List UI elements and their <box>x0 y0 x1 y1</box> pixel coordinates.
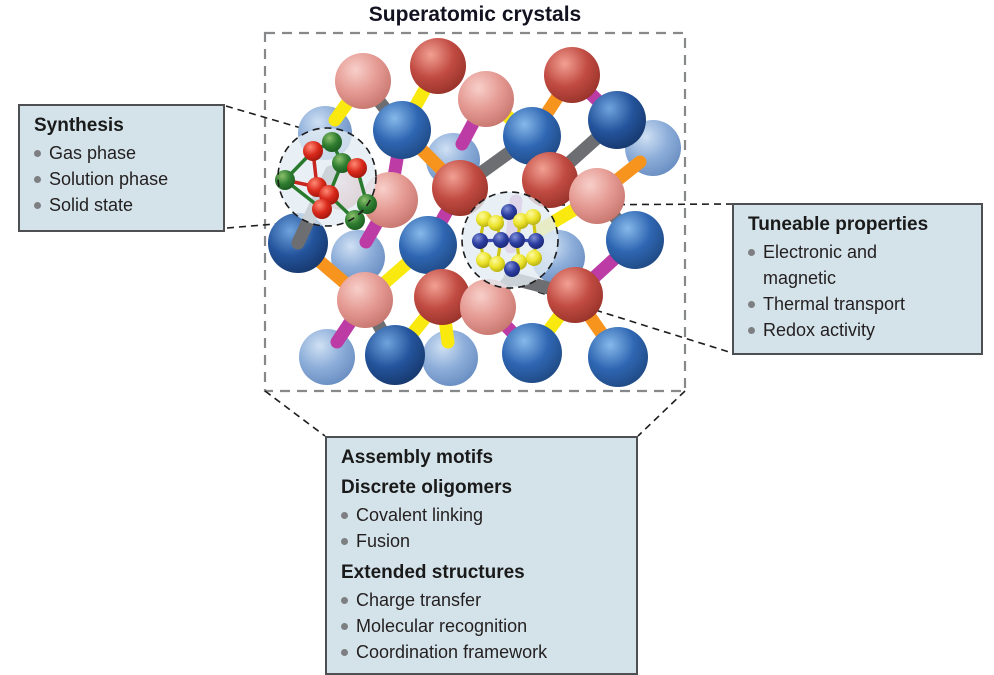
sphere-salmon <box>335 53 391 109</box>
sphere-salmon <box>458 71 514 127</box>
sphere-salmon <box>460 279 516 335</box>
sphere-clgreen <box>275 170 295 190</box>
assembly-section-title-extended: Extended structures <box>341 562 525 583</box>
bullet-text: Thermal transport <box>763 294 906 314</box>
sphere-lightblue <box>422 330 478 386</box>
bullet-dot <box>34 202 41 209</box>
sphere-clgreen <box>345 210 365 230</box>
bullet-item: Redox activity <box>748 317 947 343</box>
sphere-red <box>414 269 470 325</box>
sphere-red <box>410 38 466 94</box>
sphere-blue <box>606 211 664 269</box>
sphere-red <box>432 160 488 216</box>
bullet-dot <box>748 301 755 308</box>
bullet-item: Solid state <box>34 192 213 218</box>
sphere-clred <box>303 141 323 161</box>
dashed-connector <box>225 105 319 134</box>
bullet-text: Redox activity <box>763 320 876 340</box>
bullet-dot <box>341 538 348 545</box>
bullet-text: Covalent linking <box>356 505 484 525</box>
assembly-motifs-panel: Assembly motifs Discrete oligomers Coval… <box>325 436 638 675</box>
sphere-salmon <box>337 272 393 328</box>
sphere-clnavy <box>528 233 544 249</box>
bullet-item: Covalent linking <box>341 502 626 528</box>
callout-fill <box>278 128 376 226</box>
sphere-red <box>547 267 603 323</box>
bullet-text: Fusion <box>356 531 411 551</box>
bullet-item: Electronic and magnetic <box>748 239 947 291</box>
bullet-dot <box>34 150 41 157</box>
bullet-text: Electronic and magnetic <box>763 242 878 288</box>
bullet-dot <box>341 623 348 630</box>
sphere-clnavy <box>501 204 517 220</box>
tuneable-properties-panel: Tuneable properties Electronic and magne… <box>732 203 983 355</box>
bullet-item: Coordination framework <box>341 639 626 665</box>
bullet-dot <box>341 512 348 519</box>
bullet-item: Thermal transport <box>748 291 947 317</box>
bullet-dot <box>341 597 348 604</box>
sphere-clyellow <box>476 252 492 268</box>
callout-dashed-circle <box>277 127 377 227</box>
sphere-clnavy <box>472 233 488 249</box>
dashed-connector <box>637 390 686 437</box>
sphere-blue <box>503 107 561 165</box>
sphere-clnavy <box>504 261 520 277</box>
bullet-text: Solid state <box>49 195 134 215</box>
sphere-red <box>522 152 578 208</box>
bullet-text: Coordination framework <box>356 642 548 662</box>
sphere-darkblue <box>588 91 646 149</box>
sphere-blue <box>588 327 648 387</box>
sphere-clyellow <box>526 250 542 266</box>
sphere-clnavy <box>493 232 509 248</box>
page-title: Superatomic crystals <box>368 3 582 26</box>
synthesis-cluster-callout <box>275 127 377 250</box>
bullet-item: Molecular recognition <box>341 613 626 639</box>
bullet-item: Charge transfer <box>341 587 626 613</box>
callout-dashed-circle <box>461 191 559 289</box>
bullet-text: Charge transfer <box>356 590 482 610</box>
sphere-salmon <box>362 172 418 228</box>
bullet-dot <box>748 327 755 334</box>
bullet-dot <box>341 649 348 656</box>
sphere-clyellow <box>525 209 541 225</box>
sphere-blue <box>502 323 562 383</box>
sphere-clred <box>312 199 332 219</box>
bullet-item: Gas phase <box>34 140 213 166</box>
sphere-blue <box>373 101 431 159</box>
sphere-clyellow <box>488 215 504 231</box>
sphere-clnavy <box>509 232 525 248</box>
assembly-title: Assembly motifs <box>341 447 494 468</box>
tuneable-cluster-callout <box>461 191 559 289</box>
bullet-text: Solution phase <box>49 169 169 189</box>
crystal-frame <box>263 31 687 393</box>
tuneable-title: Tuneable properties <box>748 214 929 235</box>
bullet-item: Solution phase <box>34 166 213 192</box>
bullet-dot <box>34 176 41 183</box>
sphere-clgreen <box>322 132 342 152</box>
bullet-text: Gas phase <box>49 143 137 163</box>
dashed-connector <box>264 390 326 437</box>
dashed-connector <box>537 291 730 353</box>
bullet-text: Molecular recognition <box>356 616 528 636</box>
assembly-section-title-oligomers: Discrete oligomers <box>341 477 513 498</box>
sphere-red <box>544 47 600 103</box>
sphere-clred <box>347 158 367 178</box>
sphere-darkblue <box>365 325 425 385</box>
sphere-clyellow <box>489 256 505 272</box>
bullet-dot <box>748 249 755 256</box>
synthesis-title: Synthesis <box>34 115 124 136</box>
sphere-blue <box>399 216 457 274</box>
sphere-salmon <box>569 168 625 224</box>
bullet-item: Fusion <box>341 528 626 554</box>
